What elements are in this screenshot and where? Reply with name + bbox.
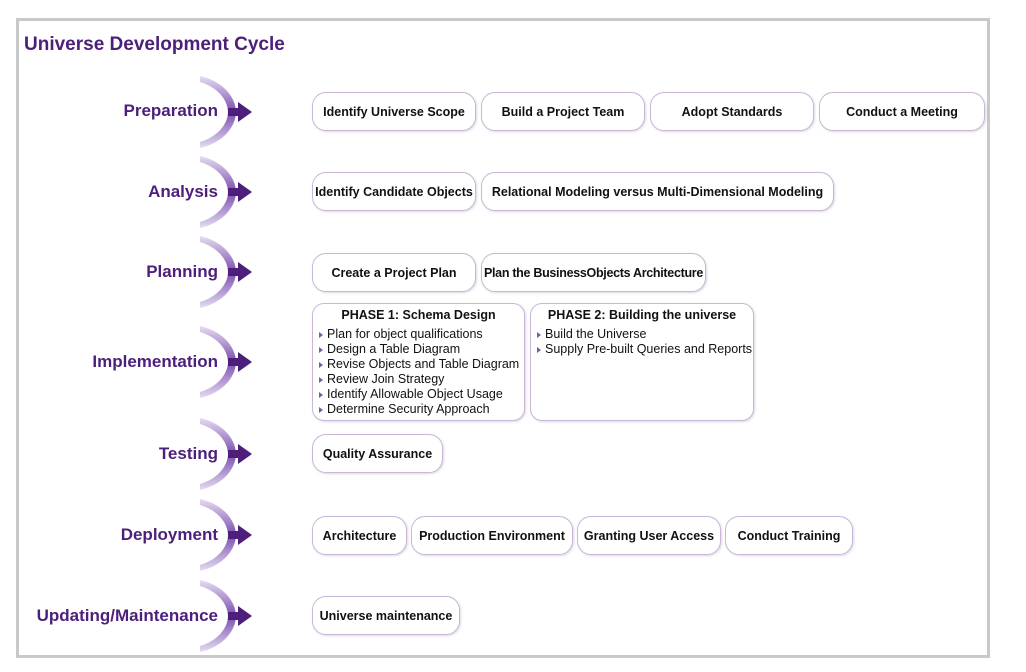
step-build-project-team: Build a Project Team: [481, 92, 645, 131]
bullet-icon: [319, 346, 323, 353]
list-item: Determine Security Approach: [319, 402, 518, 417]
phase-label-implementation: Implementation: [92, 352, 218, 371]
step-conduct-meeting: Conduct a Meeting: [819, 92, 985, 131]
bullet-icon: [319, 391, 323, 398]
bullet-icon: [537, 331, 541, 338]
list-item: Identify Allowable Object Usage: [319, 387, 518, 402]
curved-arrow-icon: [200, 236, 252, 308]
bullet-icon: [319, 361, 323, 368]
step-plan-bo-architecture: Plan the BusinessObjects Architecture: [481, 253, 706, 292]
step-identify-candidate-objects: Identify Candidate Objects: [312, 172, 476, 211]
step-quality-assurance: Quality Assurance: [312, 434, 443, 473]
list-item: Review Join Strategy: [319, 372, 518, 387]
curved-arrow-icon: [200, 156, 252, 228]
step-create-project-plan: Create a Project Plan: [312, 253, 476, 292]
list-item: Build the Universe: [537, 327, 747, 342]
phase-label-testing: Testing: [158, 444, 218, 463]
curved-arrow-icon: [200, 580, 252, 652]
bullet-icon: [319, 331, 323, 338]
list-item: Design a Table Diagram: [319, 342, 518, 357]
step-adopt-standards: Adopt Standards: [650, 92, 814, 131]
phase-label-planning: Planning: [146, 262, 218, 281]
bullet-icon: [319, 376, 323, 383]
subphase-title: PHASE 2: Building the universe: [547, 308, 737, 322]
list-item: Plan for object qualifications: [319, 327, 518, 342]
curved-arrow-icon: [200, 499, 252, 571]
phase-label-updating-maintenance: Updating/Maintenance: [36, 606, 218, 625]
step-granting-user-access: Granting User Access: [577, 516, 721, 555]
subphase-building-universe: PHASE 2: Building the universe Build the…: [530, 303, 754, 421]
diagram-title: Universe Development Cycle: [24, 34, 285, 55]
phase-label-deployment: Deployment: [120, 525, 218, 544]
curved-arrow-icon: [200, 326, 252, 398]
phase-label-preparation: Preparation: [123, 101, 218, 120]
curved-arrow-icon: [200, 418, 252, 490]
bullet-icon: [319, 406, 323, 413]
curved-arrow-icon: [200, 76, 252, 148]
list-item: Supply Pre-built Queries and Reports: [537, 342, 752, 357]
bullet-icon: [537, 346, 541, 353]
step-production-environment: Production Environment: [411, 516, 573, 555]
subphase-title: PHASE 1: Schema Design: [341, 308, 496, 322]
step-relational-vs-multidimensional: Relational Modeling versus Multi-Dimensi…: [481, 172, 834, 211]
subphase-schema-design: PHASE 1: Schema Design Plan for object q…: [312, 303, 525, 421]
step-identify-universe-scope: Identify Universe Scope: [312, 92, 476, 131]
step-conduct-training: Conduct Training: [725, 516, 853, 555]
step-universe-maintenance: Universe maintenance: [312, 596, 460, 635]
step-architecture: Architecture: [312, 516, 407, 555]
phase-label-analysis: Analysis: [148, 182, 218, 201]
list-item: Revise Objects and Table Diagram: [319, 357, 519, 372]
